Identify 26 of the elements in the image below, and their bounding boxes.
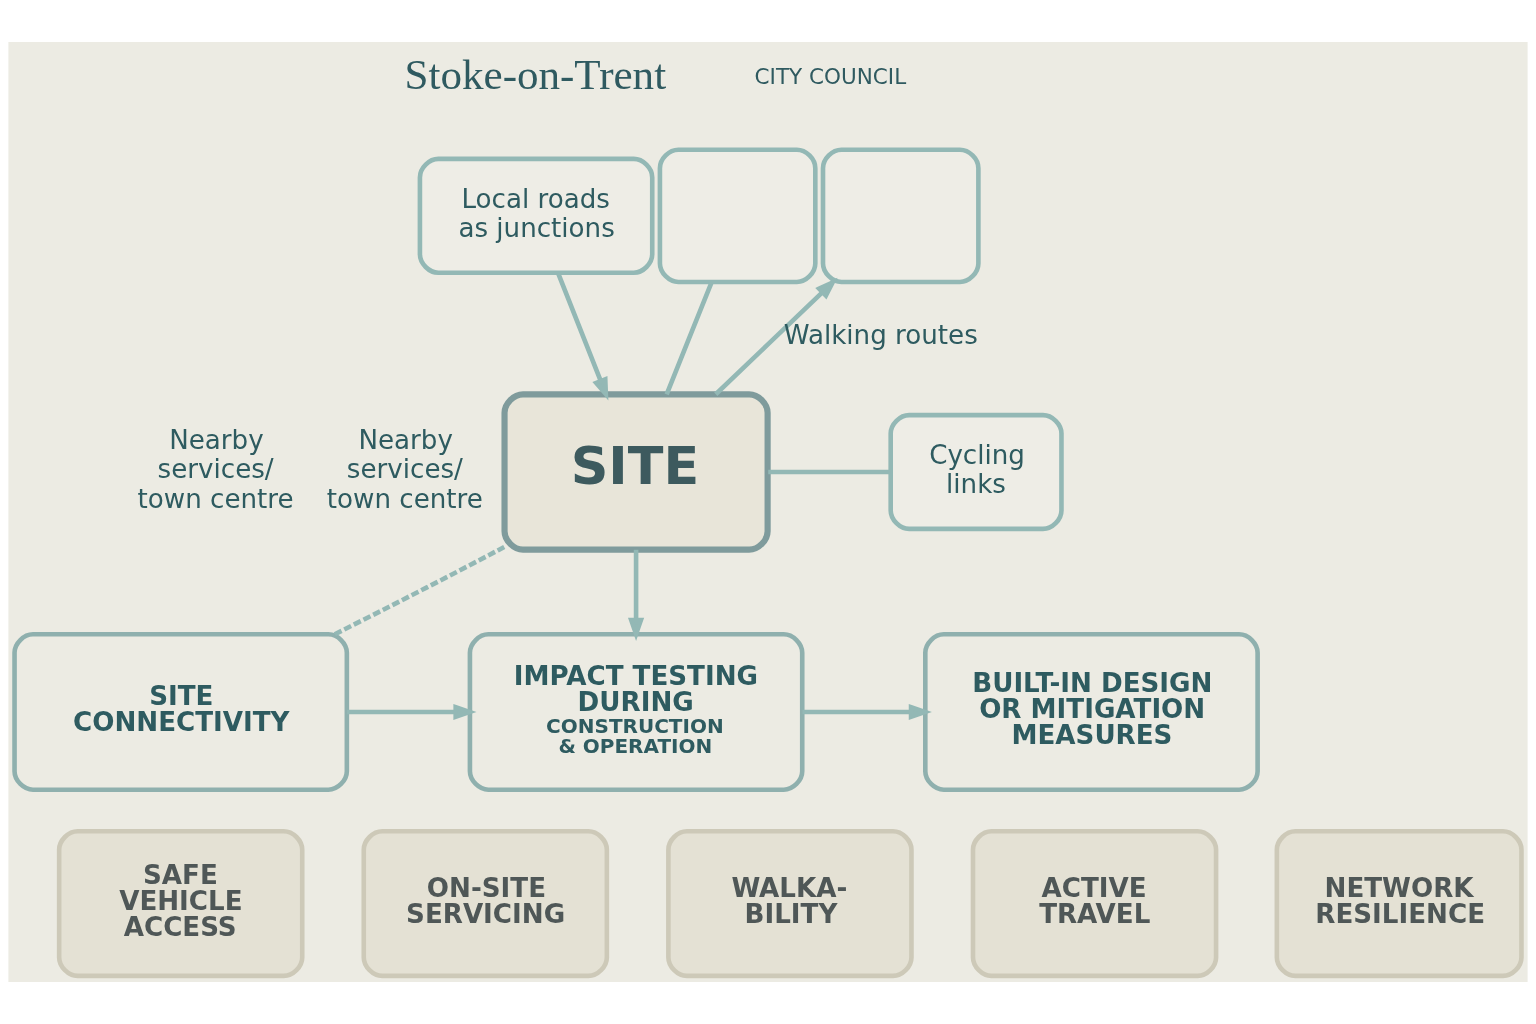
node-box: SAFE VEHICLE ACCESS (56, 828, 305, 979)
node-box: SITE CONNECTIVITY (12, 632, 350, 792)
node-box: WALKA- BILITY (666, 828, 914, 979)
node-box: Cycling links (888, 412, 1064, 532)
connector (664, 281, 714, 396)
node-box: IMPACT TESTING DURING CONSTRUCTION & OPERATION (467, 632, 805, 792)
arrow (347, 703, 477, 721)
edge-label: Walking routes (783, 320, 978, 351)
arrow (714, 277, 838, 396)
node-box: ACTIVE TRAVEL (970, 828, 1219, 979)
label: CITY COUNCIL (754, 63, 907, 89)
node-box: NETWORK RESILIENCE (1274, 828, 1524, 979)
node-box: BUILT-IN DESIGN OR MITIGATION MEASURES (923, 632, 1260, 792)
connector (768, 469, 891, 475)
node-box (657, 147, 818, 285)
node-box: SITE (501, 391, 771, 553)
label: Stoke-on-Trent (404, 50, 667, 98)
connector (333, 544, 506, 637)
node-box (820, 147, 981, 285)
node-box: Local roads as junctions (417, 156, 655, 276)
arrow (802, 703, 932, 721)
arrow (627, 549, 645, 641)
node-box: ON-SITE SERVICING (361, 828, 610, 979)
arrow (555, 272, 609, 401)
label: Nearby services/ town centre (326, 425, 483, 514)
label: Nearby services/ town centre (137, 425, 294, 514)
